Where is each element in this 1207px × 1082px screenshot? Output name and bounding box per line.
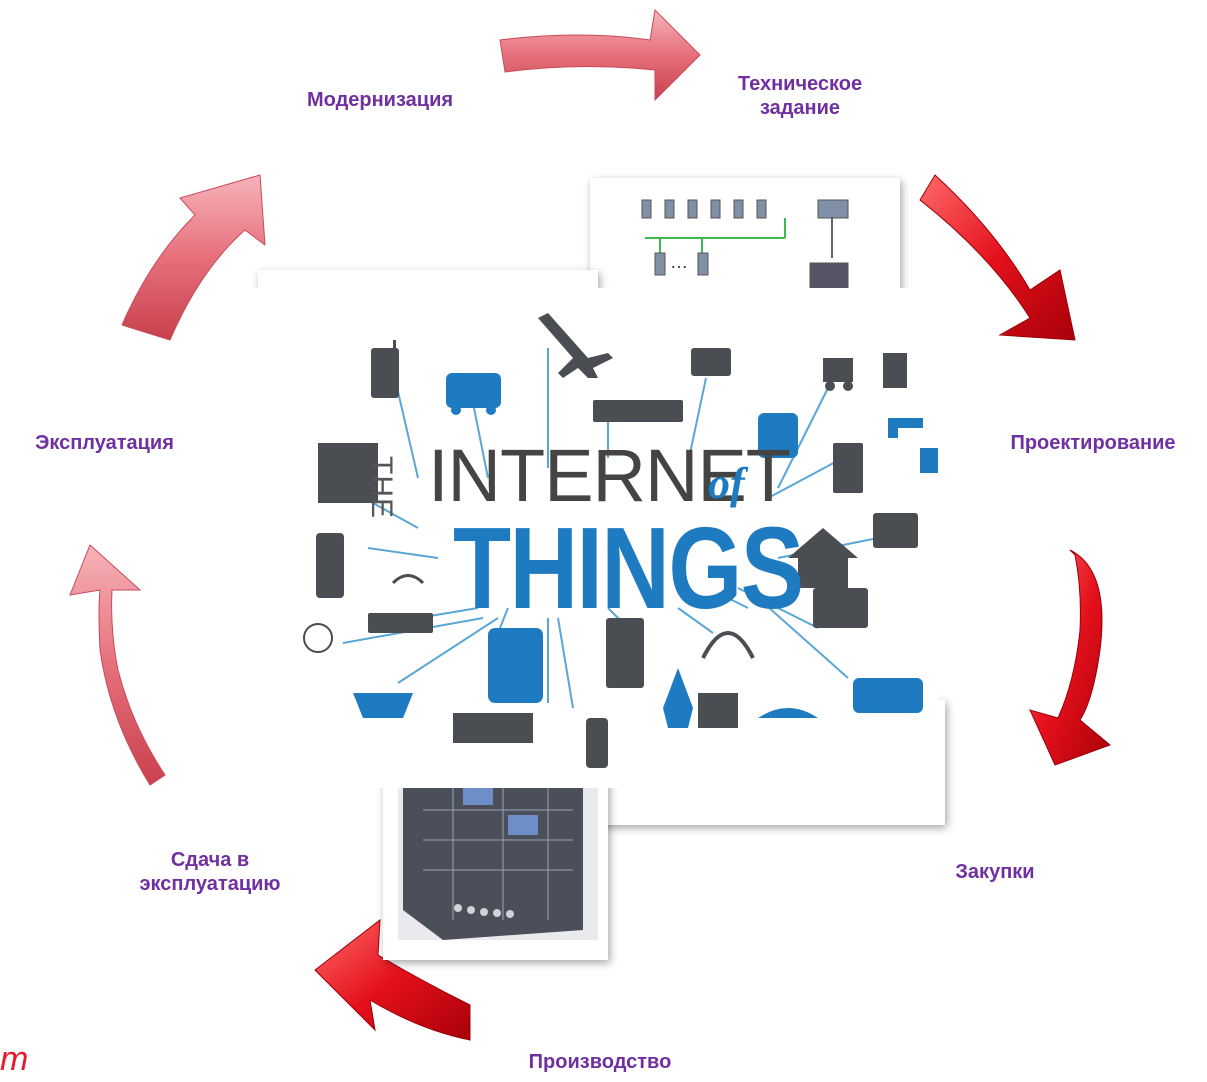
- cabinet-card: [383, 760, 608, 960]
- stage-label-handover-line1: Сдача в: [170, 849, 250, 871]
- arrow-left: [69, 544, 166, 786]
- electrical-cabinet-image: [398, 760, 598, 940]
- iot-title-internet: INTERNET: [428, 434, 791, 517]
- arrow-bottom: [314, 918, 471, 1041]
- stage-label-purchasing: Закупки: [955, 861, 1035, 883]
- stage-label-handover: Сдача в эксплуатацию: [90, 848, 330, 896]
- iot-title-of: of: [708, 459, 745, 508]
- stage-label-spec-line1: Техническое: [737, 73, 863, 95]
- stage-label-spec-line2: задание: [759, 97, 841, 119]
- arrow-right: [1029, 549, 1111, 766]
- iot-title-the: THE: [365, 456, 398, 519]
- stage-label-handover-line2: эксплуатацию: [139, 873, 281, 895]
- arrow-upper-right: [919, 174, 1076, 341]
- stage-label-operation: Эксплуатация: [35, 432, 174, 454]
- stage-label-modernization: Модернизация: [306, 89, 454, 111]
- corner-text-fragment: m: [0, 1040, 29, 1078]
- arrow-upper-left: [121, 174, 266, 341]
- stage-label-design: Проектирование: [1010, 432, 1176, 454]
- iot-icons-network: [303, 313, 938, 768]
- svg-text:…: …: [670, 252, 688, 272]
- iot-title-things: THINGS: [453, 503, 804, 633]
- stage-label-production: Производство: [528, 1051, 672, 1073]
- network-schematic-image: …: [641, 199, 849, 294]
- stage-label-spec: Техническое задание: [715, 72, 885, 120]
- arrow-top: [499, 8, 701, 102]
- internet-of-things-image: THE INTERNET of THINGS: [248, 288, 938, 788]
- iot-title: THE INTERNET of THINGS: [248, 288, 938, 788]
